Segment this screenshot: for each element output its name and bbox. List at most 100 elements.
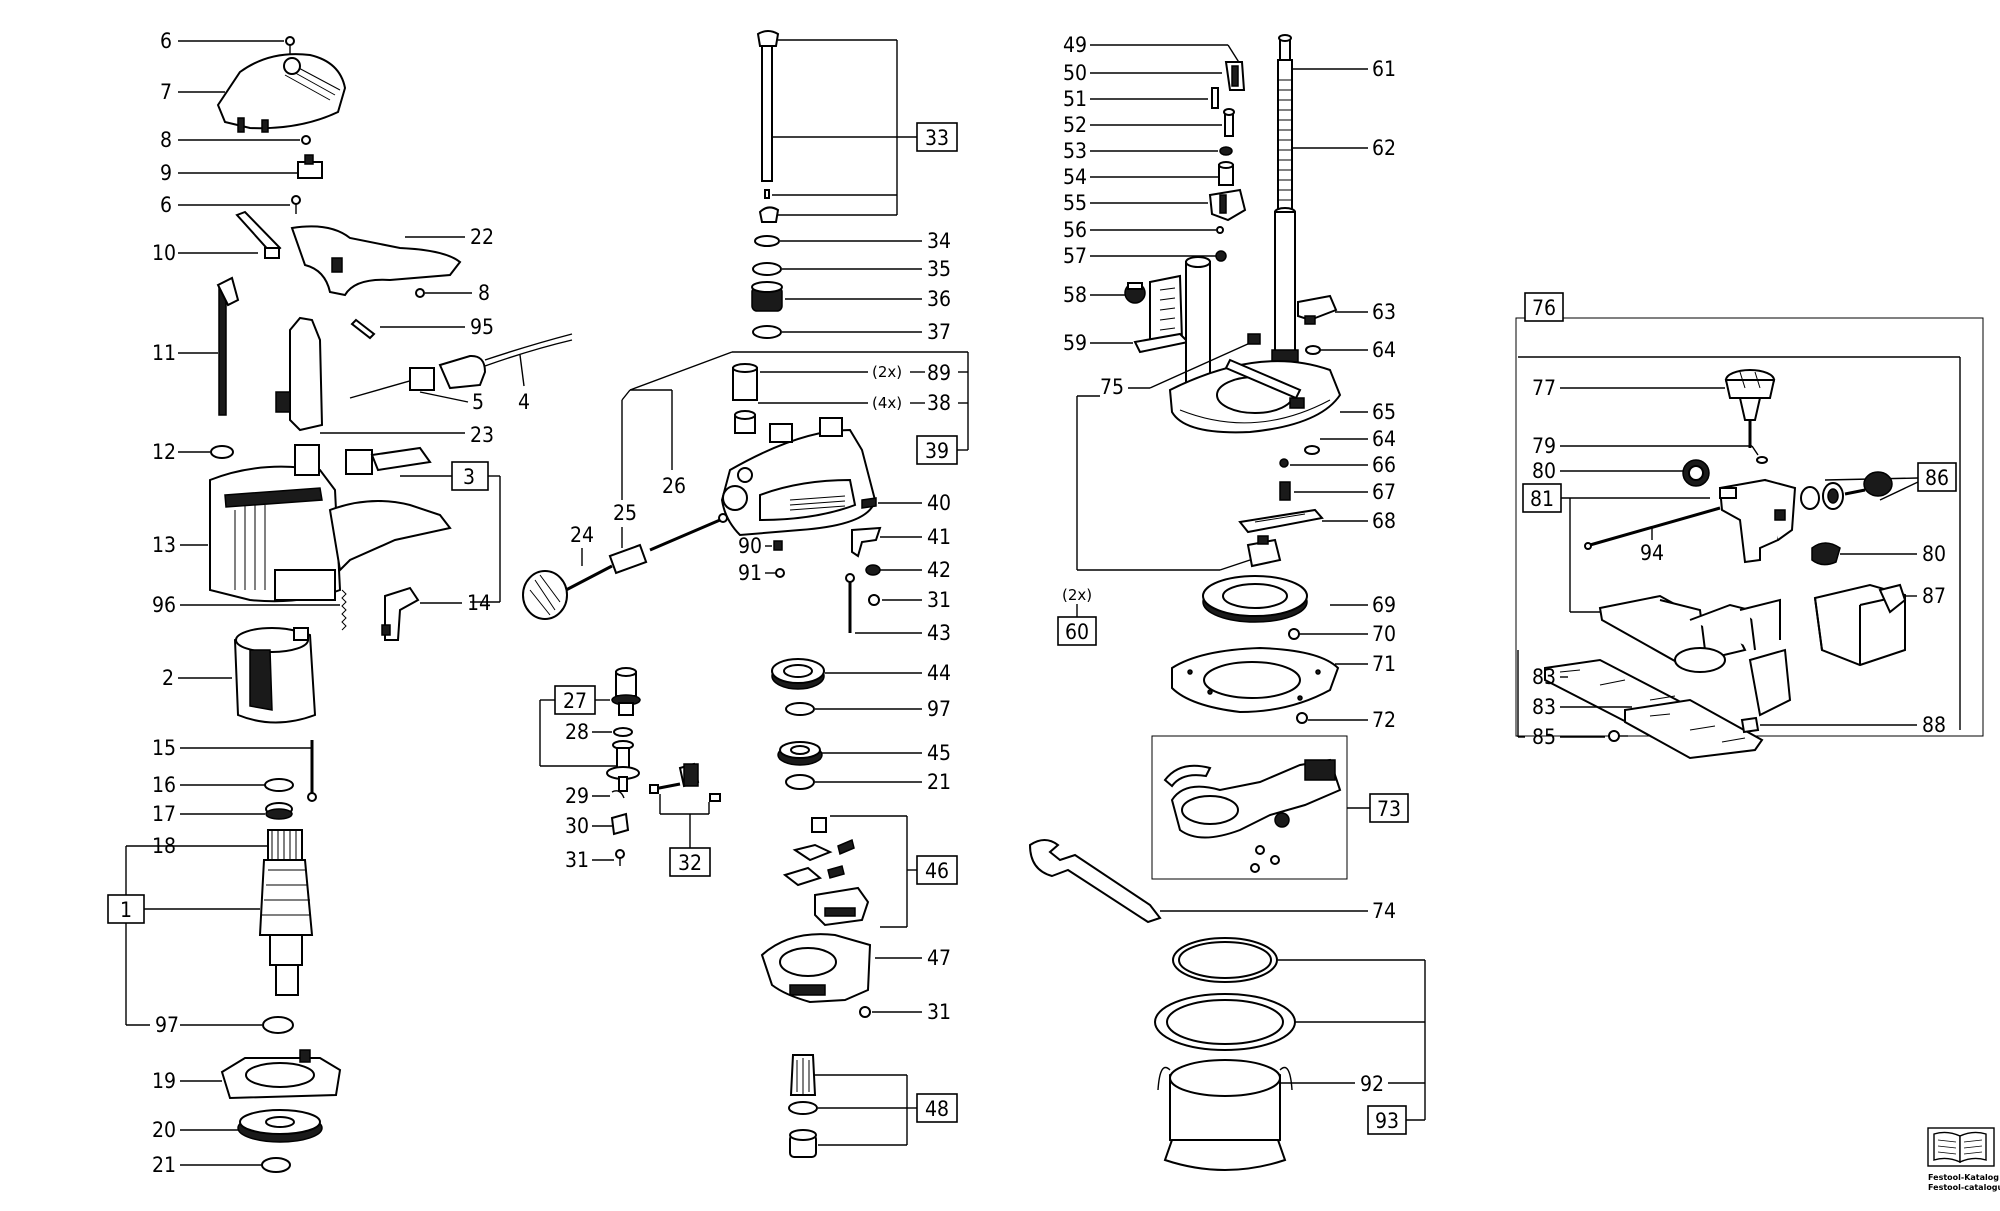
- assembly-box-76: [1524, 292, 1564, 322]
- part-clip-29: [611, 790, 625, 799]
- label-85: 85: [1532, 725, 1556, 749]
- part-ring-28: [613, 727, 633, 737]
- part-bracket-14: [381, 586, 420, 641]
- label-44: 44: [927, 661, 951, 685]
- label-88: 88: [1922, 713, 1946, 737]
- label-4x-38: (4x): [872, 394, 902, 412]
- label-24: 24: [570, 523, 594, 547]
- part-lever-10: [235, 210, 282, 259]
- part-screw-6: [285, 36, 295, 56]
- label-48: 48: [925, 1097, 949, 1121]
- label-51: 51: [1063, 87, 1087, 111]
- part-rings-92: [1154, 937, 1296, 1051]
- label-31: 31: [927, 1000, 951, 1024]
- assembly-box-60: [1057, 616, 1097, 646]
- part-screw-43: [845, 573, 855, 633]
- part-depth-rod-61-62: [1271, 34, 1299, 363]
- part-slider-88: [1740, 716, 1760, 734]
- label-10: 10: [152, 241, 176, 265]
- part-screw-31: [868, 594, 880, 606]
- part-base-plate-71: [1171, 646, 1340, 714]
- label-71: 71: [1372, 652, 1396, 676]
- part-column-rod-33: [756, 30, 780, 223]
- label-45: 45: [927, 741, 951, 765]
- part-rod-11: [216, 276, 240, 416]
- column-depth-stop-group: 49 50 51 52 53 54 55 56 57 58 59: [1028, 33, 1426, 1171]
- label-32: 32: [678, 851, 702, 875]
- label-75: 75: [1100, 375, 1124, 399]
- part-housing-23: [275, 316, 324, 432]
- label-80: 80: [1922, 542, 1946, 566]
- label-35: 35: [927, 257, 951, 281]
- part-shaft-27: [611, 667, 641, 716]
- part-screw-6: [291, 195, 301, 214]
- label-14: 14: [467, 591, 491, 615]
- part-pin-51: [1211, 87, 1219, 109]
- column-base-group: 33 34 35 36 37 (2x) 89 (4x) 38 39: [522, 30, 969, 1158]
- label-61: 61: [1372, 57, 1396, 81]
- label-81: 81: [1530, 487, 1554, 511]
- label-1: 1: [120, 898, 132, 922]
- label-28: 28: [565, 720, 589, 744]
- label-39: 39: [925, 439, 949, 463]
- label-22: 22: [470, 225, 494, 249]
- part-washer-86: [1800, 486, 1820, 510]
- part-knob-80: [1682, 459, 1710, 487]
- part-router-base-39: [720, 417, 877, 537]
- part-knob-24: [522, 564, 613, 620]
- part-shaft-28: [606, 740, 640, 792]
- label-5: 5: [472, 390, 484, 414]
- part-sleeve-89: [732, 363, 758, 401]
- part-fence-rails-83: [1544, 594, 1792, 760]
- label-60: 60: [1065, 620, 1089, 644]
- label-6: 6: [160, 193, 172, 217]
- part-washer-16: [264, 778, 294, 792]
- label-77: 77: [1532, 376, 1556, 400]
- assembly-box-46: [916, 855, 958, 885]
- label-64: 64: [1372, 427, 1396, 451]
- part-ring-37: [752, 325, 782, 339]
- part-guide-rod-94: [1584, 506, 1721, 550]
- part-stator-2: [233, 627, 317, 724]
- label-53: 53: [1063, 139, 1087, 163]
- label-15: 15: [152, 736, 176, 760]
- part-handle-shell-22: [290, 225, 462, 297]
- part-knob-80: [1811, 542, 1841, 566]
- assembly-box-93: [1367, 1105, 1407, 1135]
- part-nut-86: [1822, 482, 1844, 510]
- label-52: 52: [1063, 113, 1087, 137]
- label-58: 58: [1063, 283, 1087, 307]
- label-4: 4: [518, 390, 530, 414]
- part-screw-70: [1288, 628, 1300, 640]
- label-30: 30: [565, 814, 589, 838]
- part-washer-97: [262, 1016, 294, 1034]
- part-sleeve-54: [1218, 161, 1234, 186]
- accessory-frame-76: 76 77 79 80 81 86: [1515, 292, 1984, 760]
- part-switch-9: [297, 154, 323, 179]
- part-clamp-60: [1246, 535, 1282, 568]
- part-motor-housing-13: [209, 444, 452, 603]
- label-67: 67: [1372, 480, 1396, 504]
- part-slide-68: [1238, 508, 1324, 534]
- label-97: 97: [927, 697, 951, 721]
- part-nut-25: [608, 543, 648, 575]
- label-95: 95: [470, 315, 494, 339]
- part-armature-18: [258, 829, 314, 996]
- label-89: 89: [927, 361, 951, 385]
- assembly-box-33: [916, 122, 958, 152]
- label-17: 17: [152, 802, 176, 826]
- label-20: 20: [152, 1118, 176, 1142]
- assembly-box-39: [916, 435, 958, 465]
- label-83: 83: [1532, 695, 1556, 719]
- part-wrench-74: [1028, 839, 1162, 924]
- part-cable-4: [349, 333, 573, 399]
- label-38: 38: [927, 391, 951, 415]
- part-clip-49-50: [1224, 61, 1246, 91]
- part-spring-40: [861, 497, 877, 509]
- part-ring-69: [1202, 575, 1308, 623]
- part-knob-58: [1124, 282, 1146, 304]
- part-turret-55: [1208, 188, 1247, 222]
- part-bearing-17: [265, 802, 293, 820]
- label-2x-60: (2x): [1062, 586, 1092, 604]
- label-94: 94: [1640, 541, 1664, 565]
